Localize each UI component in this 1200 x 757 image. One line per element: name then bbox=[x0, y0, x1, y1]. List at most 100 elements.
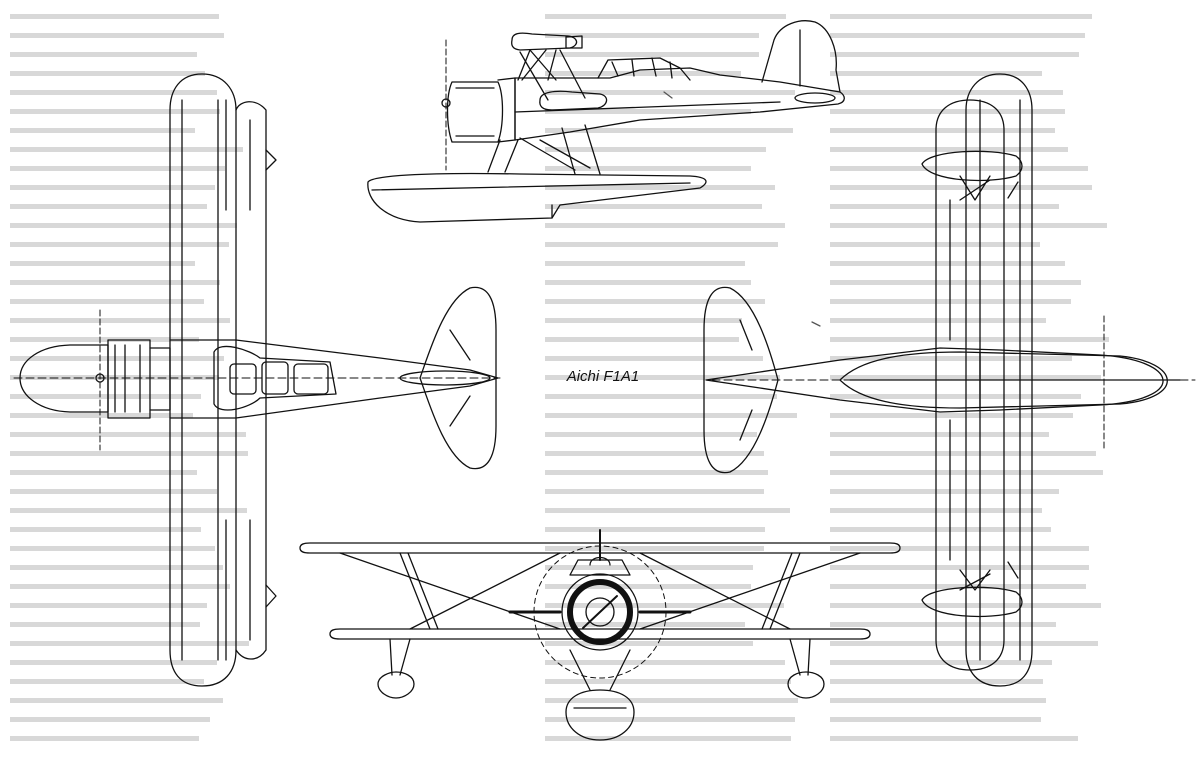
show-through-line bbox=[10, 166, 226, 171]
show-through-line bbox=[545, 546, 765, 551]
show-through-line bbox=[545, 223, 785, 228]
show-through-line bbox=[830, 185, 1092, 190]
show-through-line bbox=[545, 527, 765, 532]
show-through-line bbox=[10, 242, 230, 247]
show-through-line bbox=[830, 356, 1072, 361]
show-through-line bbox=[830, 337, 1110, 342]
show-through-line bbox=[10, 432, 247, 437]
show-through-line bbox=[545, 185, 775, 190]
show-through-line bbox=[10, 451, 249, 456]
show-through-line bbox=[830, 33, 1085, 38]
show-through-line bbox=[10, 698, 223, 703]
show-through-line bbox=[10, 337, 200, 342]
show-through-line bbox=[545, 565, 754, 570]
show-through-line bbox=[545, 52, 759, 57]
show-through-line bbox=[830, 432, 1049, 437]
show-through-line bbox=[830, 204, 1059, 209]
show-through-line bbox=[545, 470, 768, 475]
show-through-line bbox=[545, 356, 763, 361]
show-through-line bbox=[830, 147, 1068, 152]
show-through-line bbox=[830, 394, 1082, 399]
show-through-line bbox=[545, 299, 765, 304]
show-through-line bbox=[10, 736, 200, 741]
show-through-line bbox=[10, 90, 217, 95]
show-through-line bbox=[830, 717, 1042, 722]
show-through-line bbox=[830, 223, 1107, 228]
show-through-line bbox=[545, 413, 798, 418]
show-through-line bbox=[545, 736, 792, 741]
show-through-line bbox=[545, 375, 780, 380]
show-through-line bbox=[10, 603, 207, 608]
show-through-line bbox=[10, 527, 202, 532]
show-through-line bbox=[545, 679, 791, 684]
show-through-line bbox=[545, 603, 784, 608]
show-through-line bbox=[10, 14, 220, 19]
show-through-line bbox=[830, 622, 1057, 627]
show-through-line bbox=[10, 470, 198, 475]
show-through-line bbox=[830, 489, 1059, 494]
show-through-line bbox=[545, 489, 765, 494]
show-through-line bbox=[10, 204, 208, 209]
show-through-line bbox=[830, 14, 1093, 19]
show-through-line bbox=[830, 166, 1088, 171]
show-through-line bbox=[830, 565, 1089, 570]
show-through-line bbox=[830, 584, 1087, 589]
show-through-line bbox=[830, 109, 1066, 114]
show-through-line bbox=[545, 128, 793, 133]
show-through-line bbox=[830, 128, 1056, 133]
show-through-line bbox=[545, 622, 745, 627]
show-through-line bbox=[545, 147, 767, 152]
show-through-line bbox=[545, 432, 757, 437]
show-through-line bbox=[830, 527, 1051, 532]
show-through-line bbox=[830, 641, 1099, 646]
show-through-line bbox=[545, 584, 752, 589]
show-through-line bbox=[545, 71, 742, 76]
show-through-line bbox=[10, 565, 224, 570]
show-through-line bbox=[830, 546, 1090, 551]
show-through-line bbox=[10, 641, 250, 646]
show-through-line bbox=[545, 660, 786, 665]
show-through-line bbox=[545, 717, 796, 722]
show-through-line bbox=[830, 318, 1047, 323]
show-through-line bbox=[545, 33, 759, 38]
show-through-line bbox=[10, 394, 201, 399]
show-through-line bbox=[545, 698, 798, 703]
show-through-line bbox=[830, 660, 1052, 665]
show-through-line bbox=[10, 356, 224, 361]
show-through-line bbox=[830, 698, 1046, 703]
front-view bbox=[299, 529, 901, 741]
show-through-line bbox=[545, 166, 752, 171]
show-through-line bbox=[10, 71, 205, 76]
show-through-line bbox=[10, 261, 195, 266]
show-through-line bbox=[10, 52, 197, 57]
show-through-line bbox=[10, 508, 248, 513]
show-through-line bbox=[545, 280, 751, 285]
show-through-line bbox=[10, 223, 237, 228]
show-through-line bbox=[10, 413, 193, 418]
show-through-line bbox=[830, 736, 1078, 741]
show-through-line bbox=[10, 546, 216, 551]
show-through-line bbox=[10, 660, 217, 665]
show-through-line bbox=[545, 451, 765, 456]
show-through-line bbox=[545, 14, 786, 19]
show-through-line bbox=[10, 717, 210, 722]
show-through-line bbox=[10, 280, 220, 285]
show-through-line bbox=[10, 147, 243, 152]
show-through-line bbox=[830, 413, 1073, 418]
show-through-line bbox=[545, 641, 754, 646]
show-through-line bbox=[10, 33, 224, 38]
top-view bbox=[13, 73, 501, 687]
show-through-line bbox=[830, 71, 1042, 76]
show-through-line bbox=[830, 451, 1096, 456]
show-through-line bbox=[830, 280, 1081, 285]
show-through-line bbox=[545, 508, 790, 513]
show-through-line bbox=[545, 337, 740, 342]
show-through-line bbox=[545, 109, 752, 114]
show-through-line bbox=[10, 622, 201, 627]
show-through-line bbox=[830, 90, 1063, 95]
show-through-line bbox=[830, 261, 1066, 266]
show-through-line bbox=[545, 204, 762, 209]
show-through-line bbox=[830, 679, 1043, 684]
